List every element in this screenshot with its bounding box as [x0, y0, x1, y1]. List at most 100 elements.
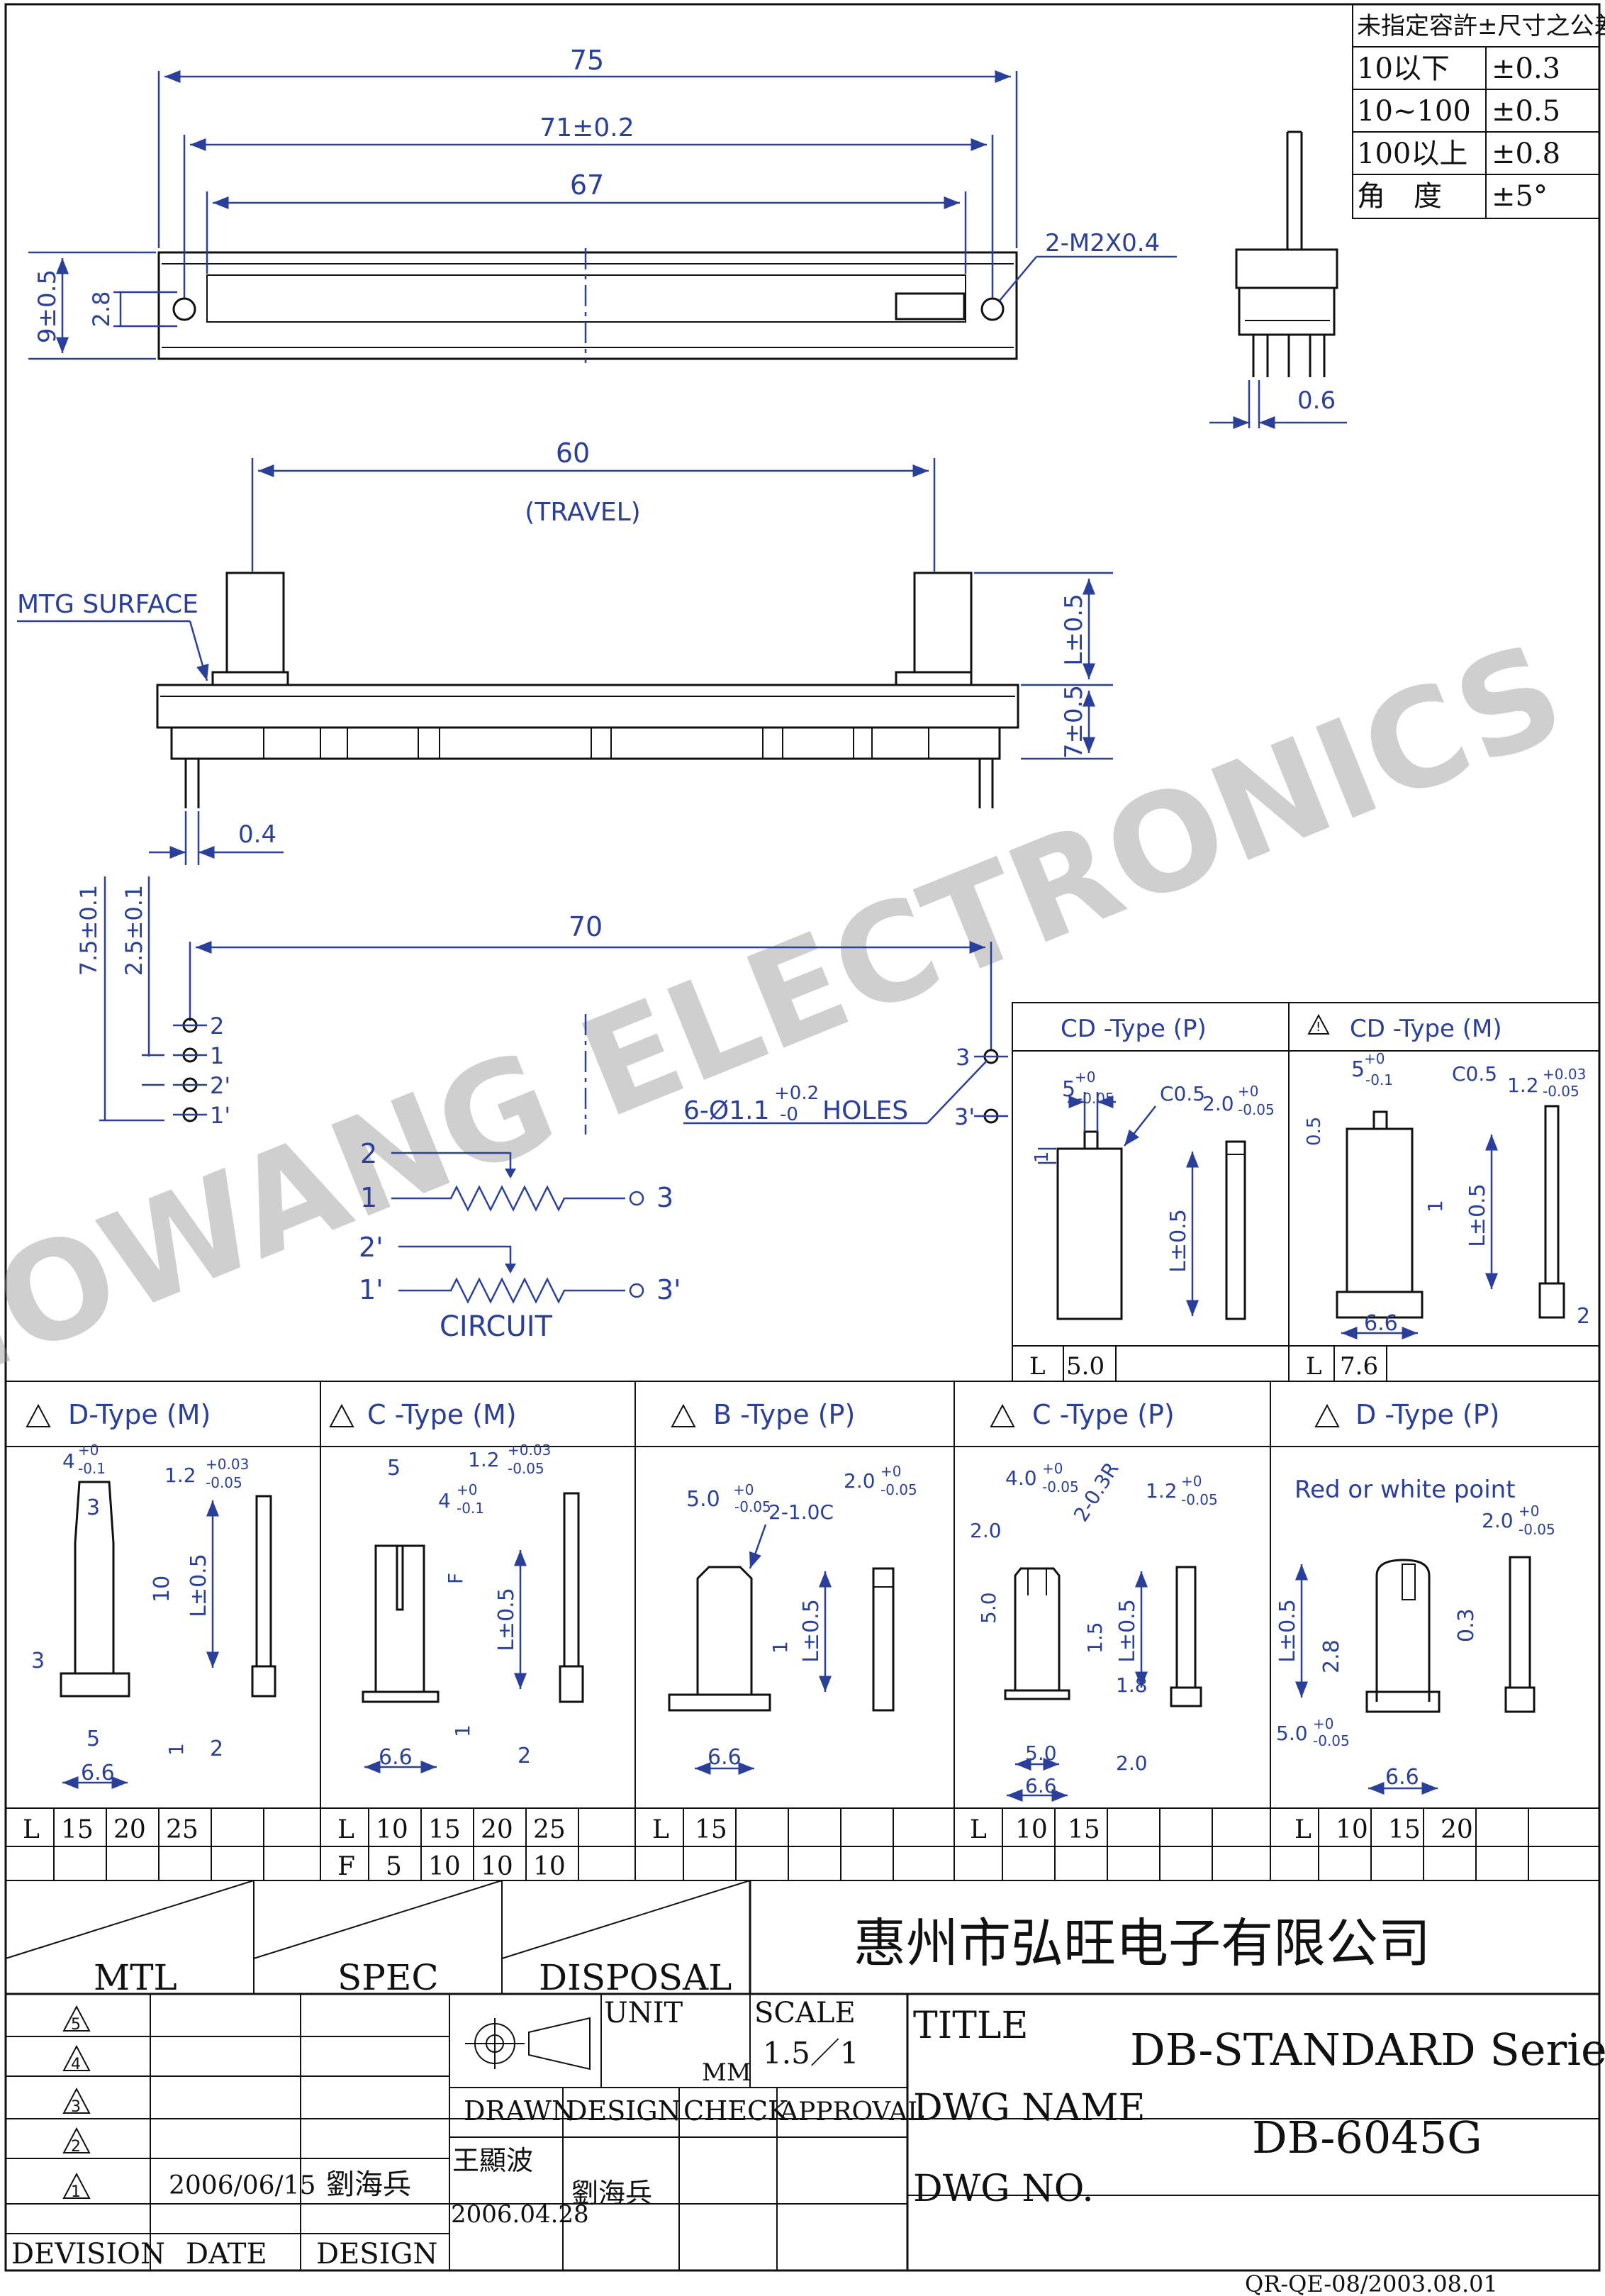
dim: 5: [1062, 1077, 1075, 1102]
knob-length: L±0.5: [1060, 593, 1088, 666]
travel-dim: 60: [556, 438, 590, 469]
dim: 5.0: [1276, 1722, 1308, 1745]
dim-71: 71±0.2: [539, 113, 634, 143]
dim-67: 67: [570, 169, 604, 201]
circuit-pin: 1: [360, 1182, 377, 1213]
tol: +0: [1364, 1050, 1385, 1067]
devision-label: DEVISION: [11, 2238, 165, 2270]
tol: +0: [457, 1481, 477, 1498]
panel-title: CD -Type (P): [1061, 1015, 1207, 1043]
designed-by: 劉海兵: [571, 2178, 652, 2209]
tol: -0.05: [1238, 1101, 1275, 1118]
unit-value: MM: [702, 2058, 751, 2087]
bottom-view: 70 7.5±0.1 2.5±0.1 2 1 2' 1' 3 3' 6-Ø1.1…: [75, 876, 1008, 1135]
l-label: L: [23, 1815, 40, 1844]
dim-75: 75: [570, 45, 604, 76]
pin-label: 1': [210, 1102, 230, 1129]
l-value: 25: [533, 1815, 566, 1844]
tolerance-table: 未指定容許±尺寸之公差 10以下 ±0.3 10~100 ±0.5 100以上 …: [1352, 4, 1605, 219]
tol: +0.03: [206, 1456, 249, 1473]
f-value: 10: [428, 1852, 461, 1881]
design-label: DESIGN: [316, 2238, 437, 2270]
height-9: 9±0.5: [33, 269, 62, 343]
drawn-label: DRAWN: [464, 2095, 575, 2127]
tol: +0: [733, 1481, 754, 1498]
note: Red or white point: [1294, 1476, 1516, 1504]
dim: 1: [451, 1724, 474, 1737]
l-value: 15: [1388, 1815, 1421, 1844]
len: L±0.5: [494, 1588, 519, 1651]
tol-value: ±0.8: [1492, 138, 1560, 170]
dim: 1: [164, 1743, 188, 1756]
approval-label: APPROVAL: [779, 2097, 924, 2127]
rev-mark: 1: [71, 2183, 81, 2201]
pin-label: 3': [954, 1103, 975, 1130]
dim: 6.6: [1025, 1774, 1057, 1798]
dim: 0.5: [1304, 1117, 1325, 1146]
pin-label: 3: [956, 1044, 970, 1071]
dim: 6.6: [708, 1745, 742, 1770]
l-value: 10: [376, 1815, 408, 1844]
l-value: 10: [1015, 1815, 1048, 1844]
travel-label: (TRAVEL): [525, 498, 640, 527]
watermark: HOWANG ELECTRONICS: [0, 613, 1584, 1427]
tol: -0.05: [1042, 1478, 1079, 1495]
dim: 10: [150, 1576, 174, 1603]
drawn-date: 2006.04.28: [451, 2200, 589, 2229]
pin-pitch: 0.6: [1297, 386, 1336, 415]
cd-type-panels: CD -Type (P) ! CD -Type (M) 5 +0 -0.05 C…: [1012, 1002, 1600, 1382]
dim: 6.6: [379, 1745, 413, 1770]
tol: +0.03: [508, 1442, 551, 1459]
panel-title: C -Type (P): [1032, 1399, 1175, 1430]
title-label: TITLE: [913, 2005, 1028, 2047]
circuit-pin: 3': [656, 1274, 681, 1305]
slider-knob: [225, 572, 285, 674]
panel-title: C -Type (M): [367, 1399, 517, 1430]
panel-title: CD -Type (M): [1350, 1015, 1502, 1043]
panel-title: D -Type (P): [1355, 1399, 1500, 1430]
len: L±0.5: [1166, 1209, 1191, 1273]
dwg-no-label: DWG NO.: [913, 2168, 1094, 2210]
dim: 2.0: [1482, 1509, 1514, 1532]
dim: 1.2: [1146, 1479, 1178, 1503]
f-value: 10: [533, 1852, 566, 1881]
company-name: 惠州市弘旺电子有限公司: [854, 1913, 1431, 1974]
dim: 5: [1351, 1057, 1365, 1082]
chamfer: C0.5: [1452, 1062, 1497, 1086]
tol: +0: [1238, 1083, 1258, 1100]
mtl-label: MTL: [94, 1957, 177, 1998]
circuit-pin: 1': [359, 1274, 384, 1305]
dim: 5.0: [977, 1592, 1000, 1624]
dim: 1: [1031, 1151, 1053, 1163]
pin-label: 2: [210, 1013, 224, 1040]
tol: -0.1: [1365, 1071, 1393, 1088]
tol: +0.03: [1543, 1066, 1586, 1083]
dim: 2.0: [1202, 1092, 1234, 1115]
dim: 1.8: [1116, 1673, 1148, 1697]
dim: 2.0: [844, 1469, 876, 1493]
l-value: 25: [166, 1815, 198, 1844]
dim: 2: [1577, 1304, 1590, 1329]
footer-code: QR-QE-08/2003.08.01: [1245, 2270, 1498, 2296]
rev-mark: 5: [71, 2016, 81, 2034]
l-value: 20: [113, 1815, 146, 1844]
l-label: L: [970, 1815, 987, 1844]
tol: +0: [880, 1463, 901, 1480]
l-value: 7.6: [1340, 1352, 1378, 1381]
l-value: 15: [695, 1815, 727, 1844]
holes-tol-plus: +0.2: [774, 1083, 819, 1104]
tol-range: 10以下: [1357, 52, 1450, 85]
chamfer: 2-1.0C: [768, 1500, 834, 1524]
holes-tol-minus: -0: [780, 1104, 798, 1125]
l-value: 20: [1441, 1815, 1473, 1844]
dim: 2.0: [1116, 1751, 1148, 1775]
pin-label: 2': [210, 1072, 230, 1099]
dim: 1.2: [164, 1464, 196, 1487]
tol-range: 10~100: [1357, 95, 1471, 128]
tol: -0.05: [880, 1481, 917, 1498]
l-label: L: [1029, 1352, 1046, 1381]
l-label: L: [652, 1815, 669, 1844]
body-height: 7±0.5: [1060, 685, 1088, 759]
tol: +0: [1181, 1473, 1202, 1490]
svg-text:!: !: [1316, 1020, 1321, 1035]
